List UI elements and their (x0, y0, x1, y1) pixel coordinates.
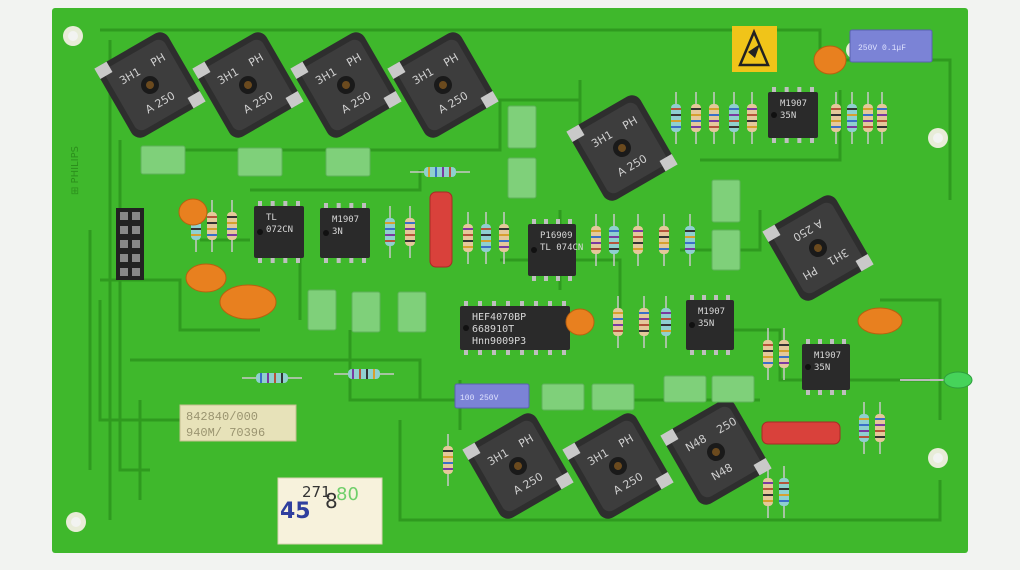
resistor (499, 212, 509, 264)
resistor (227, 200, 237, 252)
ic-chip-u7: M1907 35N (768, 87, 818, 143)
ic-marking: Hnn9009P3 (472, 336, 526, 347)
blue-capacitors: 250V 0.1μF 100 250V (454, 29, 933, 409)
silkscreen-logo: ⊞ PHILIPS (70, 146, 81, 195)
handwritten-label: 271 45 8 80 (277, 477, 383, 545)
resistor (463, 212, 473, 264)
pin-header (116, 208, 144, 280)
resistor (639, 296, 649, 348)
ic-chip-u3: P16909 TL 074CN (528, 219, 583, 281)
resistor (831, 92, 841, 144)
resistor (591, 214, 601, 266)
film-capacitors (140, 105, 755, 411)
resistor (747, 92, 757, 144)
resistor (481, 212, 491, 264)
inductor-label: PH (344, 51, 363, 70)
resistor (633, 214, 643, 266)
ic-chip-u2: M1907 3N (320, 203, 370, 263)
resistor (671, 92, 681, 144)
ic-marking: M1907 (780, 99, 807, 109)
resistor (847, 92, 857, 144)
ic-marking: M1907 (332, 215, 359, 225)
resistor (779, 466, 789, 518)
ic-marking: M1907 (698, 307, 725, 317)
ic-marking: 3N (332, 227, 343, 237)
resistor (659, 214, 669, 266)
resistor (685, 214, 695, 266)
resistor (875, 402, 885, 454)
resistor (859, 402, 869, 454)
resistor (242, 373, 302, 383)
handwritten-8: 8 (325, 489, 338, 513)
inductor-label: PH (441, 51, 460, 70)
blue-cap-label-2: 100 250V (460, 394, 499, 403)
resistor (405, 206, 415, 258)
red-capacitors (429, 191, 841, 445)
inductor-label: PH (516, 432, 535, 451)
handwritten-271: 271 (302, 483, 331, 501)
resistor (877, 92, 887, 144)
ic-marking: 072CN (266, 225, 293, 235)
ic-marking: TL (266, 213, 277, 223)
ic-marking: TL 074CN (540, 243, 583, 253)
inductor-label: PH (620, 114, 639, 133)
resistor (334, 369, 394, 379)
resistor (729, 92, 739, 144)
inductor-label: PH (246, 51, 265, 70)
inductor-label: PH (148, 51, 167, 70)
part-number-label: 842840/000 940M/ 70396 (179, 404, 297, 442)
inductor-label: PH (616, 432, 635, 451)
blue-cap-label-1: 250V 0.1μF (858, 44, 906, 53)
resistor (691, 92, 701, 144)
esd-warning-icon (732, 26, 777, 72)
resistor (763, 466, 773, 518)
inductor-label: PH (800, 264, 819, 283)
ic-marking: 35N (780, 111, 796, 121)
ic-marking: M1907 (814, 351, 841, 361)
resistor (385, 206, 395, 258)
ic-chip-u1: TL 072CN (254, 201, 304, 263)
resistor (661, 296, 671, 348)
resistor (443, 434, 453, 486)
ic-marking: 668910T (472, 324, 514, 335)
resistor (863, 92, 873, 144)
ic-marking: 35N (698, 319, 714, 329)
led (900, 371, 973, 389)
resistor (709, 92, 719, 144)
ic-group: TL 072CN M1907 3N P16909 TL 074CN M1907 35N HEF4… (254, 87, 850, 395)
resistor (779, 328, 789, 380)
resistor (207, 200, 217, 252)
ic-marking: P16909 (540, 231, 573, 241)
resistor (410, 167, 470, 177)
resistor (763, 328, 773, 380)
resistor (609, 214, 619, 266)
resistor-group (191, 92, 887, 518)
tantalum-capacitors (178, 45, 903, 336)
part-number-line2: 940M/ 70396 (186, 426, 265, 440)
ic-chip-u4: M1907 35N (686, 295, 734, 355)
ic-chip-u6: M1907 35N (802, 339, 850, 395)
ic-marking: HEF4070BP (472, 312, 526, 323)
resistor (613, 296, 623, 348)
ic-marking: 35N (814, 363, 830, 373)
handwritten-80: 80 (336, 484, 359, 505)
part-number-line1: 842840/000 (186, 410, 258, 424)
handwritten-45: 45 (280, 499, 311, 524)
